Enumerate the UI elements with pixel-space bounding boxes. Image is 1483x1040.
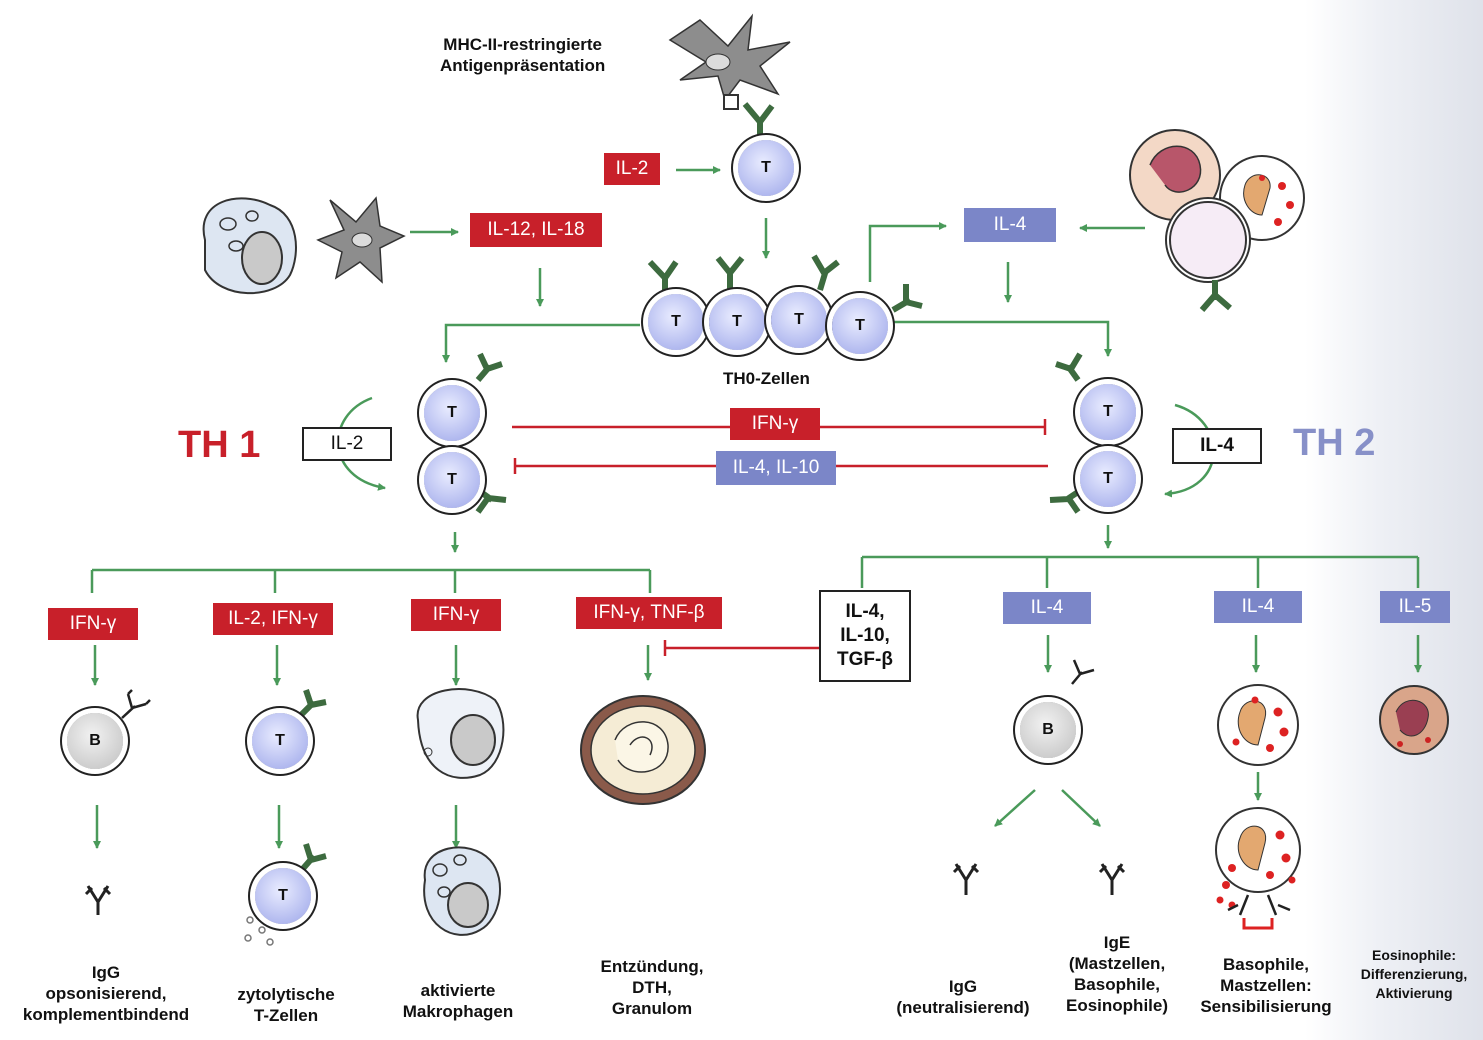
effect-igg-neutral-line1: IgG — [948, 977, 978, 996]
th1-cell-upper: T — [424, 385, 480, 441]
antibody-icons — [84, 863, 1126, 915]
inhibitor-line3: TGF-β — [837, 649, 893, 670]
th2-title: TH 2 — [1293, 422, 1376, 464]
th0-receptors-icon — [647, 254, 923, 313]
mast-cell-icon — [1215, 807, 1301, 930]
th1-output-ifn-gamma-2: IFN-γ — [411, 599, 501, 631]
activated-macrophage-icon — [423, 846, 502, 936]
effect-ige: IgE (Mastzellen, Basophile, Eosinophile) — [1052, 932, 1182, 1016]
th0-cell-4: T — [832, 298, 888, 354]
cytokine-il4-top: IL-4 — [964, 208, 1056, 242]
b-cell-th2: B — [1020, 702, 1076, 758]
cytokine-il2-loop: IL-2 — [302, 427, 392, 461]
effect-ctl-line2: T-Zellen — [253, 1006, 319, 1025]
th0-cell-1: T — [648, 294, 704, 350]
effect-ctl-line1: zytolytische — [237, 985, 335, 1004]
effect-basophil-sensitization: Basophile, Mastzellen: Sensibilisierung — [1190, 954, 1342, 1017]
dendritic-cell-icon — [668, 13, 791, 110]
effect-inflam-line2: DTH, — [632, 978, 672, 997]
cytotoxic-t-cell: T — [255, 868, 311, 924]
th2-inhibitor-box: IL-4, IL-10, TGF-β — [819, 590, 911, 682]
effect-ige-line3: Basophile, — [1074, 975, 1160, 994]
effect-inflam-line3: Granulom — [611, 999, 693, 1018]
granulocyte-cluster-icon — [1129, 129, 1305, 312]
th1-cell-lower: T — [424, 452, 480, 508]
cytokine-ifn-gamma-mid: IFN-γ — [730, 408, 820, 440]
effect-igg-line1: IgG — [91, 963, 121, 982]
th1-output-ifn-gamma-tnf-beta: IFN-γ, TNF-β — [576, 597, 722, 629]
cytokine-il2-top: IL-2 — [604, 153, 660, 185]
effect-baso-line3: Sensibilisierung — [1200, 997, 1332, 1016]
macrophage-mid-icon — [416, 688, 505, 779]
effect-ige-line4: Eosinophile) — [1066, 996, 1168, 1015]
effect-igg-neutral-line2: (neutralisierend) — [896, 998, 1030, 1017]
effect-igg-neutralizing: IgG (neutralisierend) — [880, 976, 1046, 1018]
dendritic-cell-left-icon — [316, 196, 406, 284]
macrophage-icon — [202, 197, 297, 295]
cytokine-il4-loop: IL-4 — [1172, 428, 1262, 464]
effect-baso-line2: Mastzellen: — [1220, 976, 1312, 995]
th0-cell-2: T — [709, 294, 765, 350]
effect-ige-line2: (Mastzellen, — [1068, 954, 1166, 973]
t-cell-th1-output: T — [252, 713, 308, 769]
th2-output-il5: IL-5 — [1380, 591, 1450, 623]
effect-baso-line1: Basophile, — [1223, 955, 1309, 974]
th2-cell-upper: T — [1080, 384, 1136, 440]
effect-inflammation: Entzündung, DTH, Granulom — [582, 956, 722, 1019]
b-cell-th1: B — [67, 713, 123, 769]
th0-label: TH0-Zellen — [723, 369, 810, 388]
cytokine-il4-il10-mid: IL-4, IL-10 — [716, 451, 836, 485]
effect-eosino-line1: Eosinophile: — [1372, 947, 1456, 963]
th1-output-ifn-gamma-1: IFN-γ — [48, 608, 138, 640]
inhibitor-line2: IL-10, — [840, 625, 890, 646]
th2-output-il4-1: IL-4 — [1003, 592, 1091, 624]
inhibitor-line1: IL-4, — [845, 601, 885, 622]
effect-eosino-line3: Aktivierung — [1375, 985, 1453, 1001]
th0-cell-3: T — [771, 292, 827, 348]
effect-cytotoxic-t-cells: zytolytische T-Zellen — [222, 984, 350, 1026]
effect-activated-macrophages: aktivierte Makrophagen — [388, 980, 528, 1022]
cytokine-il12-il18: IL-12, IL-18 — [470, 213, 602, 247]
effect-inflam-line1: Entzündung, — [600, 957, 704, 976]
t-cell-top: T — [738, 140, 794, 196]
eosinophil-icon — [1379, 685, 1449, 755]
effect-ige-line1: IgE — [1103, 933, 1131, 952]
effect-igg-line2: opsonisierend, — [45, 984, 167, 1003]
th1-title: TH 1 — [178, 424, 261, 466]
effect-eosinophil: Eosinophile: Differenzierung, Aktivierun… — [1352, 946, 1476, 1003]
tcr-receptor-icon — [742, 102, 775, 140]
granuloma-icon — [580, 695, 706, 805]
th1-output-il2-ifn-gamma: IL-2, IFN-γ — [213, 603, 333, 635]
antigen-label-line1: MHC-II-restringierte — [443, 35, 602, 54]
effect-eosino-line2: Differenzierung, — [1360, 966, 1468, 982]
th2-cell-lower: T — [1080, 451, 1136, 507]
th2-output-il4-2: IL-4 — [1214, 591, 1302, 623]
effect-macro-line1: aktivierte — [420, 981, 496, 1000]
effect-macro-line2: Makrophagen — [402, 1002, 514, 1021]
antigen-presentation-label: MHC-II-restringierte Antigenpräsentation — [440, 34, 605, 76]
antigen-label-line2: Antigenpräsentation — [440, 56, 606, 75]
effect-igg-opsonizing: IgG opsonisierend, komplementbindend — [8, 962, 204, 1025]
basophil-icon — [1217, 684, 1299, 766]
granules-icon — [244, 916, 274, 946]
effect-igg-line3: komplementbindend — [22, 1005, 190, 1024]
